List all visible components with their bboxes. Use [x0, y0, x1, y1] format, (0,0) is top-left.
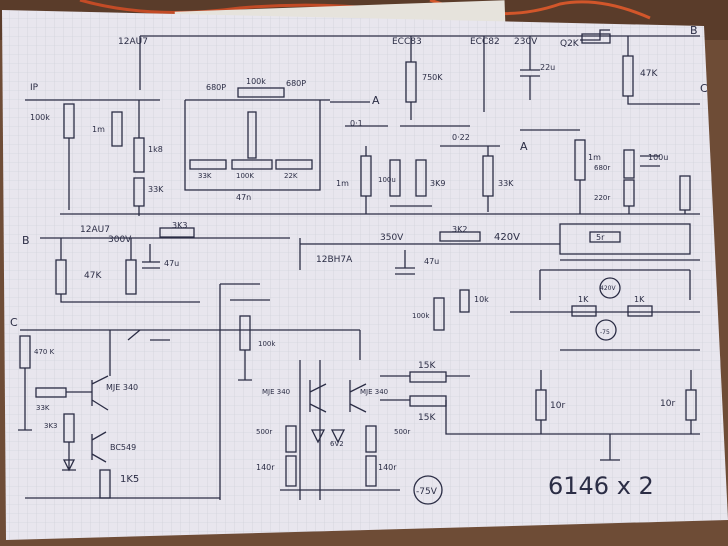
schematic-label-r470k: 470 K	[34, 348, 55, 356]
schematic-label-c680b: 680P	[286, 79, 306, 88]
schematic-label-q-mje340-c: MJE 340	[360, 388, 388, 396]
schematic-label-v4: 12AU7	[80, 225, 110, 235]
schematic-label-r1m-c: 1m	[588, 153, 601, 162]
schematic-label-r47k-b: 47K	[84, 271, 102, 281]
schematic-label-c47u-b: 47u	[424, 257, 439, 266]
schematic-label-hv4: 420V	[494, 232, 520, 243]
schematic-label-q-mje340: MJE 340	[106, 383, 138, 392]
schematic-label-c022: 0·22	[452, 133, 470, 142]
schematic-label-r1k5: 1K5	[120, 474, 139, 485]
schematic-label-hv5: 420V	[600, 285, 616, 292]
schematic-label-r100k-tone: 100k	[246, 77, 266, 86]
schematic-label-r1k8: 1k8	[148, 145, 163, 154]
schematic-label-r500r-b: 500r	[394, 428, 410, 436]
schematic-label-r100k-d: 100k	[258, 340, 276, 348]
schematic-label-r47k: 47K	[640, 69, 658, 79]
schematic-label-r3k3: 3K3	[172, 221, 187, 230]
schematic-label-r33k-b: 33K	[198, 172, 212, 180]
schematic-label-node-b-left: B	[22, 234, 30, 247]
schematic-label-tube-label: 6146 x 2	[548, 472, 654, 500]
schematic-label-r1k-a: 1K	[578, 295, 589, 304]
schematic-label-r100k-b: 100K	[236, 172, 254, 180]
schematic-label-node-a2: A	[520, 140, 528, 153]
schematic-label-c01: 0·1	[350, 119, 363, 128]
schematic-label-c100u: 100u	[378, 176, 396, 184]
schematic-label-hv2: 300V	[108, 235, 132, 245]
circuit-drawing	[18, 29, 700, 505]
schematic-label-r140r-a: 140r	[256, 463, 275, 472]
schematic-label-v1: 12AU7	[118, 37, 148, 47]
schematic-label-r3k2: 3K2	[452, 225, 467, 234]
schematic-label-r1k-b: 1K	[634, 295, 645, 304]
schematic-label-r33k-d: 33K	[36, 404, 50, 412]
schematic-label-node-c-left: C	[10, 316, 18, 329]
schematic-label-r750k: 750K	[422, 73, 443, 82]
schematic-label-r10k: 10k	[474, 295, 489, 304]
schematic-label-r100k-in: 100k	[30, 113, 50, 122]
schematic-label-r33k: 33K	[148, 185, 164, 194]
schematic-label-hv1: 230V	[514, 37, 538, 47]
schematic-label-q-bc549: BC549	[110, 443, 136, 452]
schematic-label-r1m: 1m	[92, 125, 105, 134]
schematic-label-v5: 12BH7A	[316, 255, 353, 265]
schematic-label-r33k-c: 33K	[498, 179, 514, 188]
schematic-label-r5r: 5r	[596, 233, 605, 242]
schematic-label-r15k-b: 15K	[418, 413, 436, 423]
schematic-label-r100k-c: 100k	[412, 312, 430, 320]
schematic-label-r1m-b: 1m	[336, 179, 349, 188]
schematic-label-r3k3-b: 3K3	[44, 422, 58, 430]
schematic-label-v2: ECC83	[392, 37, 422, 47]
schematic-label-ip: IP	[30, 83, 39, 93]
schematic-label-r680r: 680r	[594, 164, 610, 172]
schematic-label-c22u: 22u	[540, 63, 555, 72]
schematic-label-r140r-b: 140r	[378, 463, 397, 472]
schematic-label-r500r-a: 500r	[256, 428, 272, 436]
schematic-label-node-c-top: C	[700, 82, 708, 95]
schematic-label-neg75b: -75	[600, 329, 610, 336]
schematic-label-node-b-top: B	[690, 24, 698, 37]
schematic-label-q-mje340-b: MJE 340	[262, 388, 290, 396]
schematic-label-c47u: 47u	[164, 259, 179, 268]
schematic-label-z6v2: 6V2	[330, 440, 344, 448]
schematic-label-r10r-b: 10r	[660, 399, 675, 409]
schematic-label-c100u-b: 100u	[648, 153, 668, 162]
schematic-label-q2: Q2K	[560, 39, 580, 49]
schematic-label-c47n: 47n	[236, 193, 251, 202]
schematic-label-hv3: 350V	[380, 233, 404, 243]
schematic-label-v3: ECC82	[470, 37, 500, 47]
schematic-label-r10r-a: 10r	[550, 401, 565, 411]
schematic-label-c680a: 680P	[206, 83, 226, 92]
schematic-label-node-a: A	[372, 94, 380, 107]
schematic-label-r3k9: 3K9	[430, 179, 445, 188]
schematic-label-r15k-a: 15K	[418, 361, 436, 371]
schematic-label-neg75: -75V	[416, 487, 438, 497]
schematic-label-r22k: 22K	[284, 172, 298, 180]
schematic-label-r220r: 220r	[594, 194, 610, 202]
label-layer: IP 12AU7 ECC83 ECC82 230V Q2K B C 100k 1m 1k8 33K 68…	[10, 24, 708, 500]
